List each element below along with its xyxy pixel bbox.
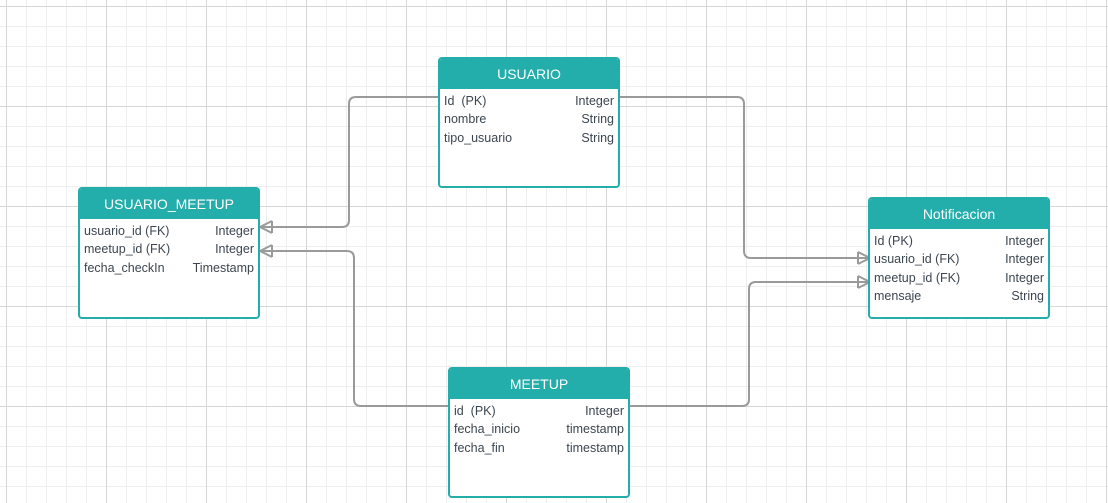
- connector-usuario-to-usuario-meetup[interactable]: [260, 96, 440, 228]
- attribute-type: timestamp: [566, 422, 624, 437]
- connector-meetup-to-usuario-meetup[interactable]: [260, 250, 450, 407]
- attribute-name: fecha_fin: [454, 440, 505, 455]
- attribute-type: String: [1011, 289, 1044, 304]
- attribute-row[interactable]: nombre String: [440, 110, 618, 128]
- attribute-row[interactable]: usuario_id (FK) Integer: [80, 222, 258, 240]
- entity-usuario-meetup[interactable]: USUARIO_MEETUP usuario_id (FK) Integer m…: [78, 187, 260, 319]
- entity-title: MEETUP: [450, 369, 628, 399]
- attribute-row[interactable]: meetup_id (FK) Integer: [80, 240, 258, 258]
- attribute-type: Timestamp: [192, 260, 254, 275]
- crowfoot-usuario-meetup-meetup-id: [259, 244, 273, 258]
- attribute-row[interactable]: Id (PK) Integer: [440, 92, 618, 110]
- attribute-name: meetup_id (FK): [874, 270, 961, 285]
- attribute-name: id (PK): [454, 404, 496, 418]
- attribute-type: String: [581, 130, 614, 145]
- attribute-type: timestamp: [566, 440, 624, 455]
- entity-title: USUARIO_MEETUP: [80, 189, 258, 219]
- entity-meetup[interactable]: MEETUP id (PK) Integer fecha_inicio time…: [448, 367, 630, 498]
- attribute-type: Integer: [215, 224, 254, 238]
- attribute-name: usuario_id (FK): [874, 252, 960, 267]
- attribute-type: Integer: [215, 242, 254, 257]
- entity-notificacion[interactable]: Notificacion Id (PK) Integer usuario_id …: [868, 197, 1050, 319]
- attribute-row[interactable]: fecha_inicio timestamp: [450, 420, 628, 438]
- attribute-row[interactable]: usuario_id (FK) Integer: [870, 250, 1048, 268]
- attribute-type: Integer: [575, 94, 614, 108]
- attribute-type: Integer: [1005, 270, 1044, 285]
- attribute-type: Integer: [1005, 252, 1044, 267]
- attribute-list: usuario_id (FK) Integer meetup_id (FK) I…: [80, 219, 258, 277]
- attribute-row[interactable]: id (PK) Integer: [450, 402, 628, 420]
- connector-usuario-to-notificacion[interactable]: [618, 96, 870, 259]
- attribute-row[interactable]: meetup_id (FK) Integer: [870, 269, 1048, 287]
- attribute-row[interactable]: fecha_fin timestamp: [450, 439, 628, 457]
- attribute-row[interactable]: Id (PK) Integer: [870, 232, 1048, 250]
- attribute-name: nombre: [444, 112, 487, 127]
- connector-meetup-to-notificacion[interactable]: [628, 281, 870, 407]
- entity-title: USUARIO: [440, 59, 618, 89]
- attribute-row[interactable]: fecha_checkIn Timestamp: [80, 259, 258, 277]
- attribute-name: fecha_checkIn: [84, 260, 165, 275]
- attribute-list: Id (PK) Integer nombre String tipo_usuar…: [440, 89, 618, 147]
- attribute-row[interactable]: mensaje String: [870, 287, 1048, 305]
- entity-title: Notificacion: [870, 199, 1048, 229]
- attribute-row[interactable]: tipo_usuario String: [440, 129, 618, 147]
- attribute-name: mensaje: [874, 289, 922, 304]
- attribute-name: fecha_inicio: [454, 422, 521, 437]
- attribute-type: Integer: [585, 404, 624, 418]
- attribute-name: Id (PK): [874, 234, 913, 248]
- attribute-name: usuario_id (FK): [84, 224, 170, 238]
- crowfoot-usuario-meetup-usuario-id: [259, 220, 273, 234]
- attribute-name: tipo_usuario: [444, 130, 513, 145]
- attribute-name: meetup_id (FK): [84, 242, 171, 257]
- attribute-name: Id (PK): [444, 94, 487, 108]
- attribute-type: Integer: [1005, 234, 1044, 248]
- attribute-list: id (PK) Integer fecha_inicio timestamp f…: [450, 399, 628, 457]
- attribute-list: Id (PK) Integer usuario_id (FK) Integer …: [870, 229, 1048, 306]
- entity-usuario[interactable]: USUARIO Id (PK) Integer nombre String ti…: [438, 57, 620, 188]
- attribute-type: String: [581, 112, 614, 127]
